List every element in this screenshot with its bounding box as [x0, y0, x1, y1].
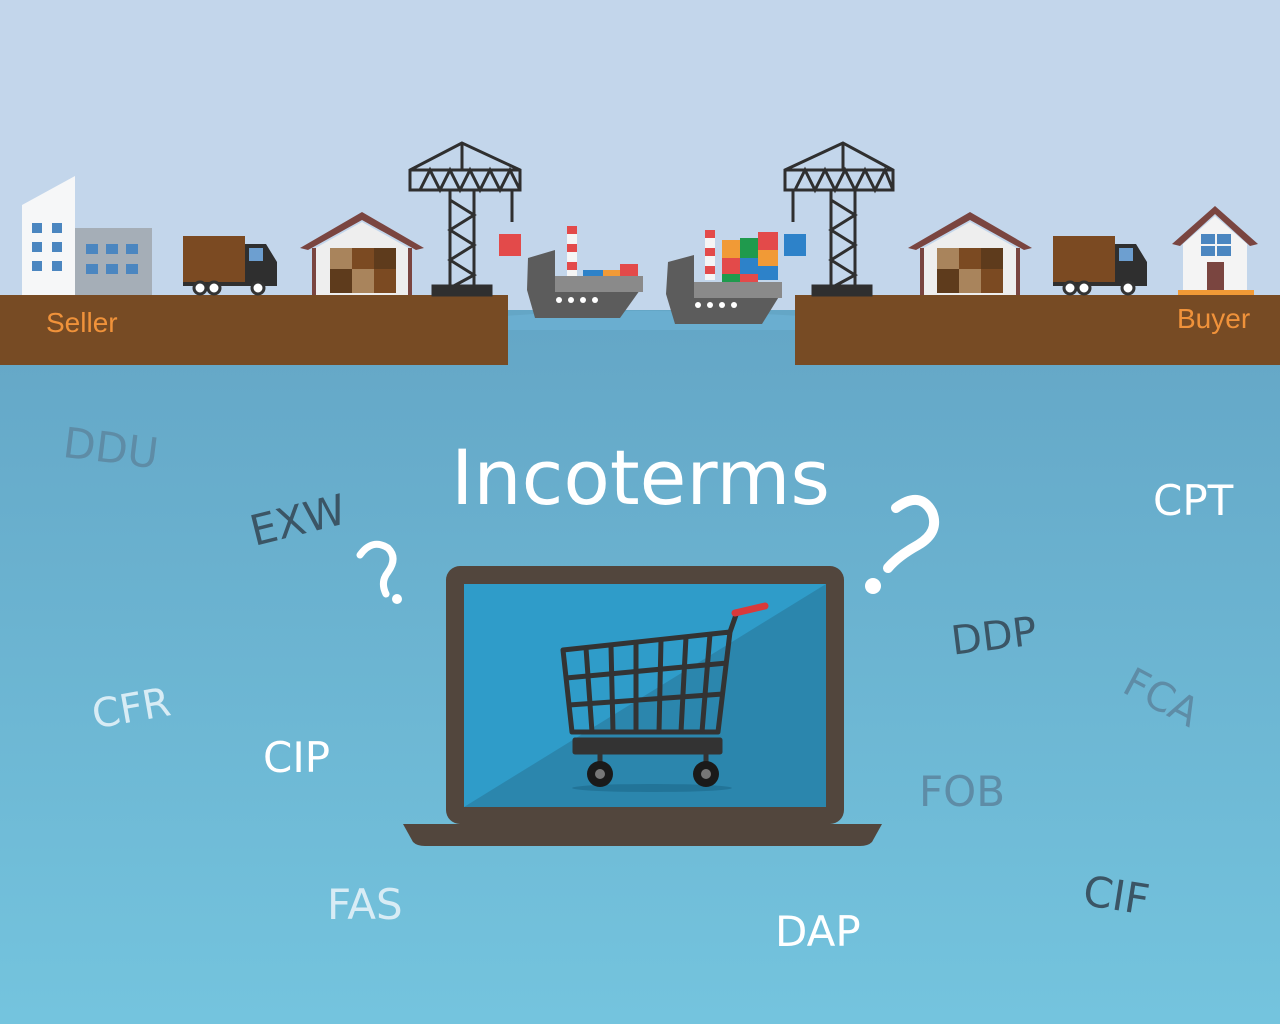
delivery-truck-icon: [1053, 236, 1147, 296]
page-title: Incoterms: [451, 433, 830, 522]
term-cpt: CPT: [1153, 476, 1234, 525]
container-ship-icon: [527, 226, 643, 318]
term-ddp: DDP: [948, 608, 1040, 665]
term-cif: CIF: [1079, 866, 1153, 925]
term-cip: CIP: [263, 733, 331, 782]
laptop-icon: [403, 566, 882, 846]
term-fob: FOB: [919, 767, 1006, 816]
warehouse-icon: [300, 212, 424, 295]
container-ship-icon: [666, 230, 782, 324]
seller-label: Seller: [46, 307, 118, 338]
cart-handle: [731, 602, 769, 617]
term-dap: DAP: [775, 907, 861, 956]
seller-ground: [0, 295, 508, 365]
port-crane-icon: [408, 141, 522, 297]
buyer-ground: [795, 295, 1280, 365]
cart-wheel-left-hub: [595, 769, 605, 779]
cart-wheel-right-hub: [701, 769, 711, 779]
warehouse-icon: [908, 212, 1032, 295]
delivery-truck-icon: [183, 236, 277, 296]
port-crane-icon: [783, 141, 895, 297]
cart-shadow: [572, 784, 732, 792]
buyer-label: Buyer: [1177, 303, 1251, 334]
office-building-icon: [22, 176, 152, 295]
question-mark-icon: [865, 495, 940, 594]
house-icon: [1172, 206, 1258, 295]
term-ddu: DDU: [60, 418, 162, 479]
term-fas: FAS: [327, 880, 403, 929]
question-mark-icon: [356, 540, 402, 604]
